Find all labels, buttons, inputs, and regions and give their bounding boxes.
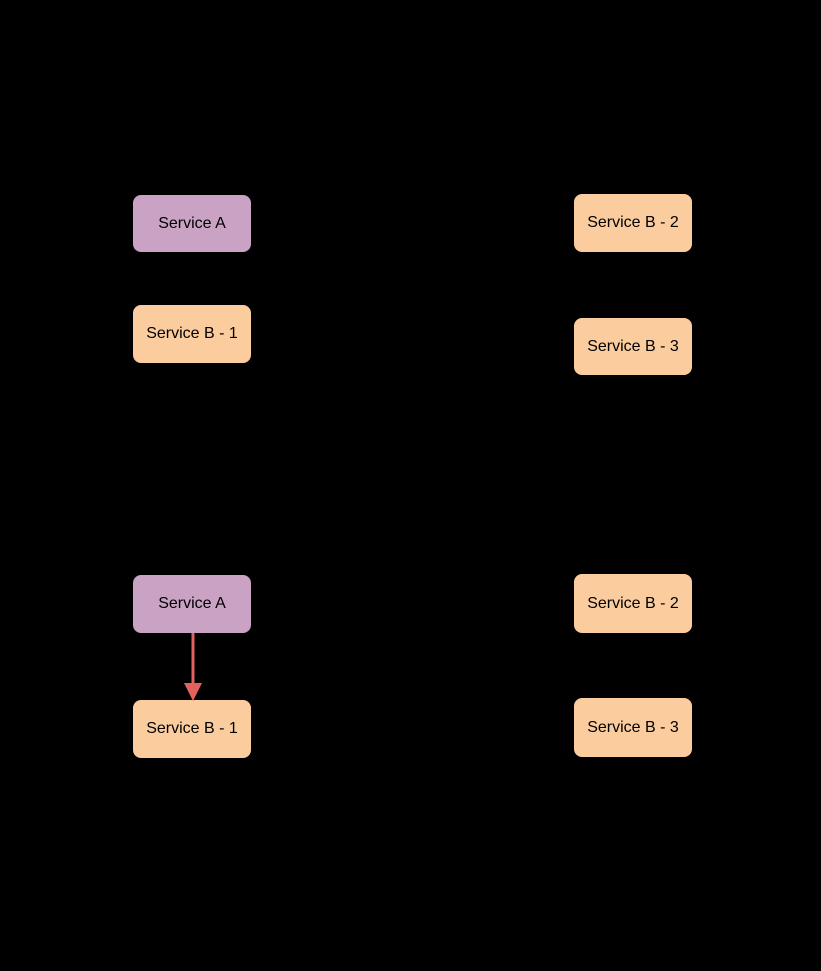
node-label: Service B - 2 (587, 594, 679, 612)
node-service-b-1-top: Service B - 1 (133, 305, 251, 363)
node-label: Service A (158, 214, 226, 232)
node-service-b-1-bottom: Service B - 1 (133, 700, 251, 758)
node-service-b-3-top: Service B - 3 (574, 318, 692, 375)
node-label: Service A (158, 595, 226, 612)
node-service-b-2-top: Service B - 2 (574, 194, 692, 252)
arrow-head-icon (184, 683, 202, 701)
node-service-a-top: Service A (133, 195, 251, 252)
node-label: Service B - 3 (587, 337, 679, 355)
node-service-b-2-bottom: Service B - 2 (574, 574, 692, 633)
node-label: Service B - 1 (146, 720, 238, 737)
node-label: Service B - 3 (587, 718, 679, 736)
node-service-b-3-bottom: Service B - 3 (574, 698, 692, 757)
node-label: Service B - 2 (587, 214, 679, 231)
node-service-a-bottom: Service A (133, 575, 251, 633)
node-label: Service B - 1 (146, 325, 238, 342)
